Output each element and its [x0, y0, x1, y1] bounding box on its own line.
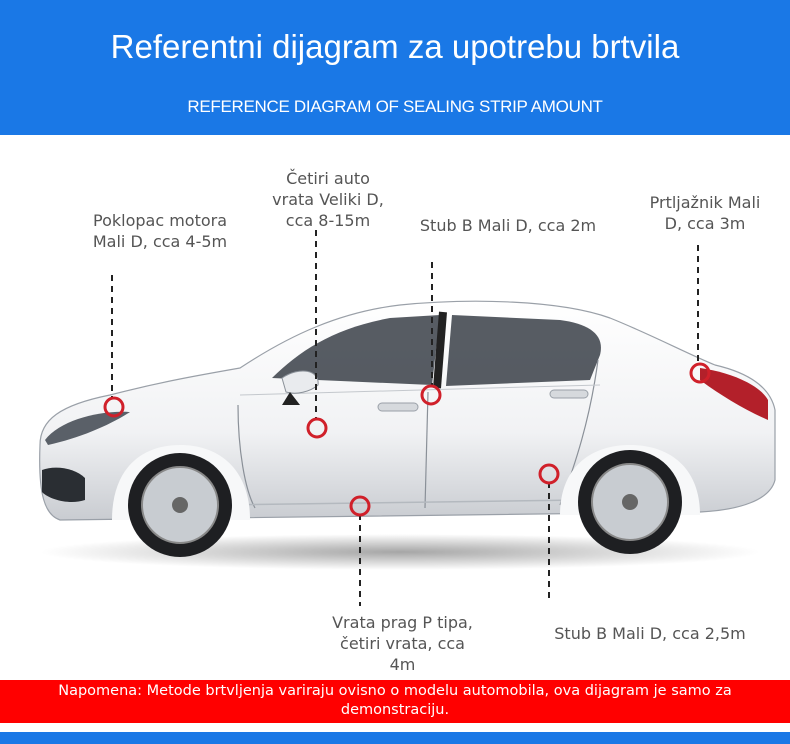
car-b-pillar: [433, 311, 447, 389]
car-shadow: [40, 534, 760, 570]
door-handle-rear: [549, 389, 589, 399]
car-window-front: [272, 315, 440, 385]
rear-wheel: [560, 445, 700, 554]
marker-hood: [103, 396, 125, 418]
headlight: [45, 411, 130, 445]
taillight: [700, 368, 768, 420]
note-text: Napomena: Metode brtvljenja variraju ovi…: [58, 683, 732, 718]
label-hood: Poklopac motora Mali D, cca 4-5m: [92, 211, 228, 251]
door-seam-middle: [424, 391, 429, 509]
marker-sill: [349, 495, 371, 517]
door-seam-front: [237, 404, 256, 509]
label-doors: Četiri auto vrata Veliki D, cca 8-15m: [272, 169, 384, 230]
label-sill: Vrata prag P tipa, četiri vrata, cca 4m: [332, 613, 473, 674]
front-wheel: [112, 445, 250, 557]
marker-trunk: [689, 362, 711, 384]
page-title: Referentni dijagram za upotrebu brtvila: [110, 28, 680, 65]
door-handle-front: [377, 402, 419, 412]
label-pillar-top: Stub B Mali D, cca 2m: [419, 216, 597, 235]
marker-pillar-bottom: [538, 463, 560, 485]
footer-bar: [0, 732, 790, 744]
page-subtitle: REFERENCE DIAGRAM OF SEALING STRIP AMOUN…: [187, 97, 603, 116]
body-sill-line: [219, 499, 581, 506]
body-belt-line: [239, 384, 601, 396]
label-trunk: Prtljažnik Mali D, cca 3m: [649, 193, 761, 233]
marker-doors: [306, 417, 328, 439]
car-illustration: [39, 230, 776, 606]
front-grille: [42, 467, 85, 503]
note-banner: Napomena: Metode brtvljenja variraju ovi…: [0, 680, 790, 723]
marker-pillar-top: [420, 384, 442, 406]
label-pillar-bottom: Stub B Mali D, cca 2,5m: [554, 624, 746, 643]
side-mirror: [281, 370, 319, 394]
car-window-rear: [446, 315, 601, 386]
mirror-stem: [282, 392, 300, 405]
header-banner: Referentni dijagram za upotrebu brtvila …: [0, 0, 790, 135]
